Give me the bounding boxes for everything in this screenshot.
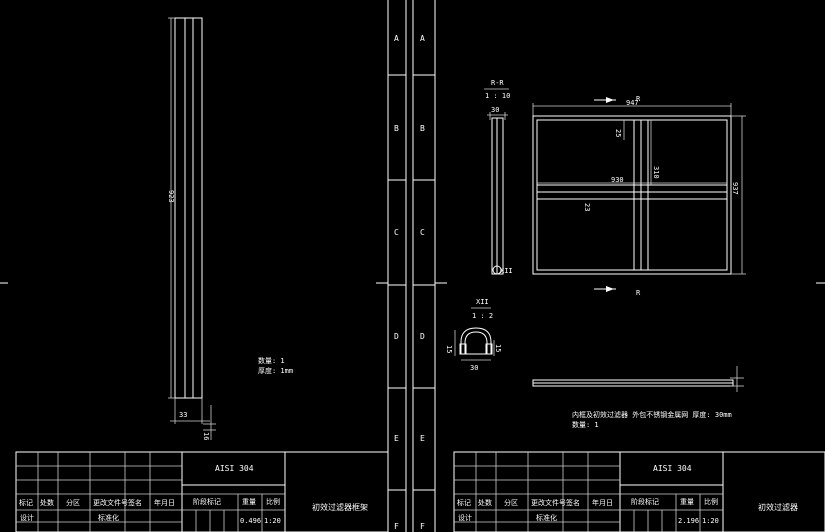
detail-dim-right: 15	[494, 344, 502, 352]
section-title: R-R	[491, 79, 504, 87]
dim-height-923: 923	[167, 190, 175, 203]
zone-letter-e-right: E	[420, 434, 425, 443]
tb-left-scale-label: 比例	[266, 497, 280, 506]
section-r-r-view: R-R 1 : 10 30 XII	[484, 79, 513, 275]
tb-left-weight-label: 重量	[242, 498, 256, 506]
dim-inner-width: 930	[611, 176, 624, 184]
section-scale: 1 : 10	[485, 92, 510, 100]
section-callout-xii: XII	[500, 267, 513, 275]
tb-right-scale-label: 比例	[704, 497, 718, 506]
title-block-right: AISI 304 标记 处数 分区 更改文件号 签名 年月日 设计 标准化 阶段…	[453, 451, 825, 532]
zone-letter-a-right: A	[420, 34, 425, 43]
side-view-bar: 内框及初效过滤器 外包不锈钢金属网 厚度: 30mm 数量: 1	[532, 366, 744, 429]
tb-left-h-file: 更改文件号	[93, 498, 128, 507]
tb-right-scale: 1:20	[702, 517, 719, 525]
dim-bar-width: 23	[583, 203, 591, 211]
note-thickness-left: 厚度: 1mm	[258, 366, 293, 375]
note-quantity-right: 数量: 1	[572, 420, 599, 429]
tb-left-weight: 0.496	[240, 517, 261, 525]
left-frame-bar-view: 923 33 16 数量: 1 厚度: 1mm	[167, 17, 293, 440]
tb-right-name: 初效过滤器	[758, 502, 798, 512]
tb-right-h-file: 更改文件号	[531, 498, 566, 507]
dim-right-height: 937	[731, 182, 739, 195]
zone-letter-c-right: C	[420, 228, 425, 237]
detail-scale: 1 : 2	[472, 312, 493, 320]
dim-thickness-16: 16	[202, 432, 210, 440]
front-view-filter: R R 947 930 25 310 23 937	[532, 95, 746, 297]
dim-overall-width: 947	[626, 99, 639, 107]
dim-top-cell: 25	[614, 129, 622, 137]
tb-right-std: 标准化	[536, 513, 557, 522]
tb-left-design: 设计	[20, 513, 34, 522]
tb-left-h-date: 年月日	[154, 498, 175, 507]
detail-dim-width: 30	[470, 364, 478, 372]
dim-width-33: 33	[179, 411, 187, 419]
zone-letter-f-left: F	[394, 522, 399, 531]
zone-letter-b-right: B	[420, 124, 425, 133]
title-block-left: AISI 304 标记 处数 分区 更改文件号 签名 年月日 设计 标准化 阶段…	[15, 451, 389, 532]
tb-left-stage: 阶段标记	[193, 497, 221, 506]
tb-right-material: AISI 304	[653, 464, 692, 473]
section-dim-30: 30	[491, 106, 499, 114]
tb-right-design: 设计	[458, 513, 472, 522]
detail-dim-height: 15	[445, 345, 453, 353]
tb-left-h-mark: 标记	[19, 498, 33, 507]
tb-left-h-sign: 签名	[128, 498, 142, 507]
tb-left-material: AISI 304	[215, 464, 254, 473]
note-filter-description: 内框及初效过滤器 外包不锈钢金属网 厚度: 30mm	[572, 410, 732, 419]
section-mark-top: R	[636, 95, 641, 103]
zone-letter-b-left: B	[394, 124, 399, 133]
zone-letter-f-right: F	[420, 522, 425, 531]
tb-right-h-sign: 签名	[566, 498, 580, 507]
tb-right-h-count: 处数	[478, 498, 492, 507]
zone-strips: A A B B C C D D E E F F	[387, 0, 436, 532]
zone-letter-a-left: A	[394, 34, 399, 43]
zone-letter-d-left: D	[394, 332, 399, 341]
note-quantity-left: 数量: 1	[258, 356, 285, 365]
tb-right-weight: 2.196	[678, 517, 699, 525]
tb-left-name: 初效过滤器框架	[312, 502, 368, 512]
tb-right-weight-label: 重量	[680, 498, 694, 506]
zone-letter-c-left: C	[394, 228, 399, 237]
zone-letter-e-left: E	[394, 434, 399, 443]
tb-left-h-count: 处数	[40, 498, 54, 507]
tb-left-std: 标准化	[98, 513, 119, 522]
tb-right-h-mark: 标记	[457, 498, 471, 507]
tb-right-stage: 阶段标记	[631, 497, 659, 506]
tb-left-h-zone: 分区	[66, 498, 80, 507]
detail-xii-view: XII 1 : 2 15 30 15	[445, 298, 502, 372]
tb-left-scale: 1:20	[264, 517, 281, 525]
dim-cell-height: 310	[652, 166, 660, 179]
zone-letter-d-right: D	[420, 332, 425, 341]
section-mark-bottom: R	[636, 289, 641, 297]
detail-title: XII	[476, 298, 489, 306]
tb-right-h-date: 年月日	[592, 498, 613, 507]
tb-right-h-zone: 分区	[504, 498, 518, 507]
